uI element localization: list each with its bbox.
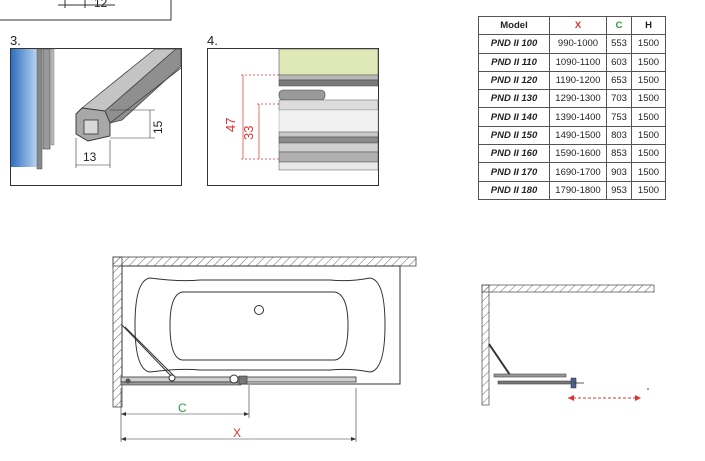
cell-model: PND II 150: [478, 125, 550, 146]
step-3-label: 3.: [10, 33, 21, 48]
spec-table: Model X C H PND II 100 990-1000 553 1500…: [478, 15, 666, 200]
cell-model: PND II 100: [478, 34, 550, 54]
cell-c: 703: [606, 89, 632, 109]
step-3-dim-15: 15: [151, 120, 165, 134]
bath-dim-c-label: C: [178, 401, 187, 415]
step-4-section-drawing: 47 33: [207, 48, 379, 186]
table-row: PND II 120 1190-1200 653 1500: [478, 70, 666, 91]
table-header-row: Model X C H: [478, 15, 666, 36]
table-row: PND II 130 1290-1300 703 1500: [478, 89, 666, 109]
cell-h: 1500: [631, 89, 666, 109]
step-3-profile-drawing: 15 13: [10, 48, 182, 186]
cell-x: 1790-1800: [549, 180, 607, 200]
header-model: Model: [478, 15, 550, 36]
header-x: X: [549, 15, 607, 36]
cell-h: 1500: [631, 34, 666, 54]
header-h: H: [631, 15, 666, 36]
table-row: PND II 110 1090-1100 603 1500: [478, 52, 666, 72]
cell-model: PND II 180: [478, 180, 550, 200]
cell-c: 753: [606, 107, 632, 127]
cell-x: 1490-1500: [549, 125, 607, 146]
table-row: PND II 170 1690-1700 903 1500: [478, 162, 666, 182]
cell-c: 903: [606, 162, 632, 182]
table-row: PND II 100 990-1000 553 1500: [478, 34, 666, 54]
cell-x: 1390-1400: [549, 107, 607, 127]
cell-model: PND II 110: [478, 52, 550, 72]
bath-dim-x-label: X: [233, 426, 241, 440]
cell-x: 1590-1600: [549, 144, 607, 164]
cell-c: 803: [606, 125, 632, 146]
cell-h: 1500: [631, 125, 666, 146]
cell-model: PND II 170: [478, 162, 550, 182]
header-c: C: [606, 15, 632, 36]
cell-c: 553: [606, 34, 632, 54]
cell-h: 1500: [631, 107, 666, 127]
cell-c: 953: [606, 180, 632, 200]
top-dim-label: 12: [94, 0, 108, 10]
table-row: PND II 150 1490-1500 803 1500: [478, 125, 666, 146]
step-4-dim-33: 33: [241, 126, 256, 140]
cell-model: PND II 130: [478, 89, 550, 109]
cell-h: 1500: [631, 180, 666, 200]
cell-x: 1690-1700: [549, 162, 607, 182]
cell-c: 603: [606, 52, 632, 72]
step-4-label: 4.: [207, 33, 218, 48]
cell-h: 1500: [631, 144, 666, 164]
cell-h: 1500: [631, 162, 666, 182]
step-4-dim-47: 47: [223, 118, 238, 132]
cell-c: 653: [606, 70, 632, 91]
cell-x: 990-1000: [549, 34, 607, 54]
cell-x: 1090-1100: [549, 52, 607, 72]
top-fragment-drawing: 12: [0, 0, 172, 21]
cell-c: 853: [606, 144, 632, 164]
table-row: PND II 140 1390-1400 753 1500: [478, 107, 666, 127]
step-3-dim-13: 13: [83, 150, 97, 164]
table-row: PND II 180 1790-1800 953 1500: [478, 180, 666, 200]
cell-model: PND II 120: [478, 70, 550, 91]
cell-x: 1290-1300: [549, 89, 607, 109]
table-row: PND II 160 1590-1600 853 1500: [478, 144, 666, 164]
corner-panel-diagram: [481, 284, 655, 406]
cell-h: 1500: [631, 52, 666, 72]
cell-h: 1500: [631, 70, 666, 91]
cell-x: 1190-1200: [549, 70, 607, 91]
cell-model: PND II 140: [478, 107, 550, 127]
bath-top-view-diagram: C X: [112, 256, 417, 442]
cell-model: PND II 160: [478, 144, 550, 164]
